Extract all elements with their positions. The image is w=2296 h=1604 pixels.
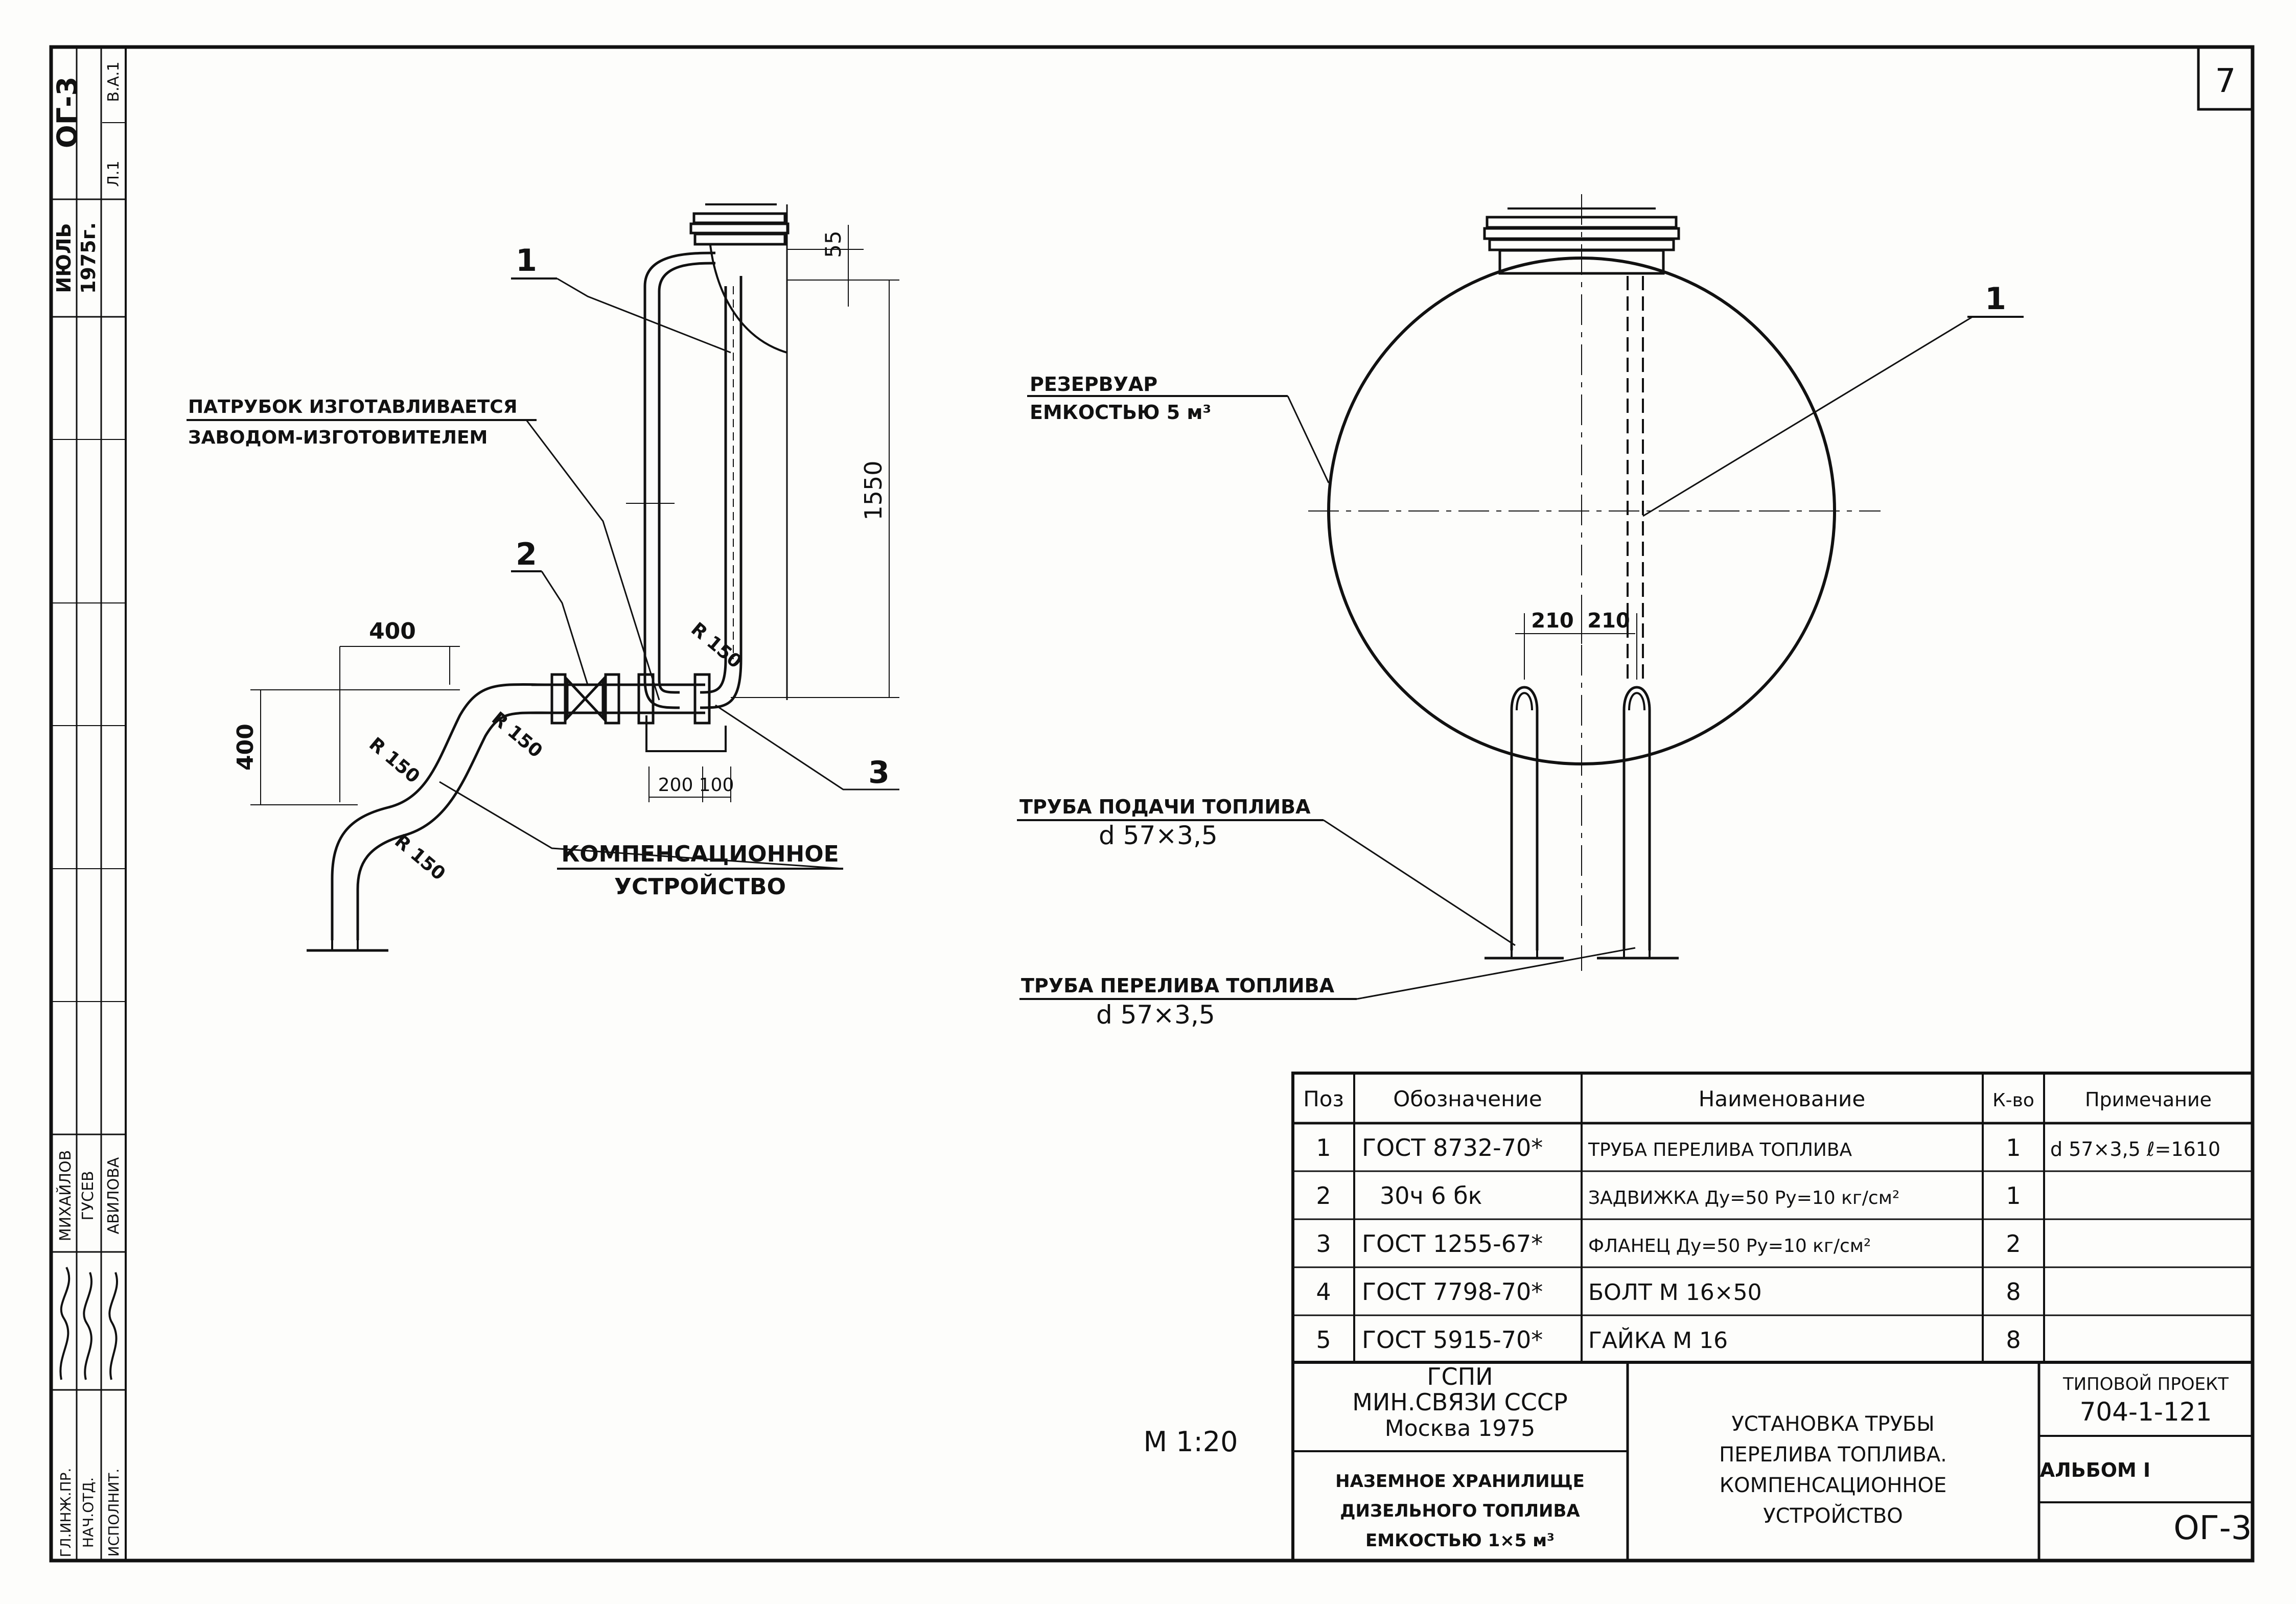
callout-1-right: 1 [1985, 281, 2006, 317]
label-tank-line2: ЕМКОСТЬЮ 5 м³ [1030, 401, 1211, 424]
spec-table-header: Поз Обозначение Наименование К-во Примеч… [1303, 1086, 2212, 1111]
cell-designation: ГОСТ 7798-70* [1362, 1278, 1543, 1306]
left-view-dimensions [250, 225, 899, 805]
cell-qty: 8 [2006, 1326, 2021, 1354]
th-pos: Поз [1303, 1086, 1344, 1111]
right-view-leaders [1017, 316, 2024, 1000]
dim-1550: 1550 [860, 460, 887, 520]
th-qty: К-во [1992, 1090, 2034, 1111]
scale-label: М 1:20 [1143, 1426, 1238, 1458]
dim-55: 55 [821, 230, 846, 258]
spec-table-row: 1 ГОСТ 8732-70* ТРУБА ПЕРЕЛИВА ТОПЛИВА 1… [1316, 1134, 2220, 1161]
title-block-grid [1291, 1361, 2254, 1562]
side-stamp-role-1: ГЛ.ИНЖ.ПР. [57, 1468, 74, 1557]
cell-name: БОЛТ М 16×50 [1588, 1280, 1762, 1306]
cell-pos: 2 [1316, 1182, 1331, 1210]
spec-table-row: 5 ГОСТ 5915-70* ГАЙКА М 16 8 [1316, 1326, 2021, 1354]
cell-qty: 1 [2006, 1134, 2021, 1161]
radius-b: R 150 [365, 733, 424, 787]
dim-100: 100 [699, 775, 734, 796]
side-stamp-code: ОГ-3 [51, 77, 83, 148]
label-feed-line2: d 57×3,5 [1099, 821, 1218, 850]
spec-table-grid [1291, 1072, 2254, 1364]
cell-designation: ГОСТ 1255-67* [1362, 1230, 1543, 1258]
th-note: Примечание [2085, 1088, 2212, 1111]
left-view-leaders [187, 277, 899, 870]
radius-a: R 150 [488, 708, 546, 762]
dim-400-horizontal: 400 [369, 618, 416, 644]
side-stamp-volume: В.А.1 [105, 61, 123, 102]
side-stamp-role-3: ИСПОЛНИТ. [105, 1469, 122, 1557]
right-view-dimensions [1515, 613, 1637, 680]
side-stamp-role-2: НАЧ.ОТД. [80, 1477, 97, 1548]
cell-name: ГАЙКА М 16 [1588, 1327, 1728, 1354]
object-line2: ДИЗЕЛЬНОГО ТОПЛИВА [1340, 1501, 1580, 1521]
label-compensator-line1: КОМПЕНСАЦИОННОЕ [561, 841, 839, 867]
cell-qty: 8 [2006, 1278, 2021, 1306]
spec-table-row: 4 ГОСТ 7798-70* БОЛТ М 16×50 8 [1316, 1278, 2021, 1306]
project-label: ТИПОВОЙ ПРОЕКТ [2062, 1374, 2229, 1394]
dim-400-vertical: 400 [233, 724, 259, 771]
title-line4: УСТРОЙСТВО [1763, 1503, 1903, 1528]
label-overflow-line1: ТРУБА ПЕРЕЛИВА ТОПЛИВА [1021, 974, 1335, 997]
callout-1-left: 1 [516, 243, 537, 278]
callout-2-left: 2 [516, 537, 537, 572]
side-stamp-name-1: МИХАЙЛОВ [56, 1150, 75, 1242]
cell-name: ТРУБА ПЕРЕЛИВА ТОПЛИВА [1588, 1140, 1852, 1160]
th-name: Наименование [1699, 1086, 1865, 1111]
side-stamp-year: 1975г. [77, 222, 100, 294]
note-patrubok-line2: ЗАВОДОМ-ИЗГОТОВИТЕЛЕМ [188, 427, 488, 448]
cell-pos: 1 [1316, 1134, 1331, 1161]
org-line1: ГСПИ [1427, 1363, 1493, 1390]
org-line3: Москва 1975 [1385, 1415, 1536, 1442]
dim-210-left: 210 [1531, 609, 1574, 633]
cell-name: ЗАДВИЖКА Ду=50 Ру=10 кг/см² [1588, 1188, 1899, 1208]
signatures [59, 1267, 119, 1380]
left-view-piping [307, 203, 790, 952]
org-line2: МИН.СВЯЗИ СССР [1352, 1388, 1568, 1416]
dim-200: 200 [658, 775, 693, 796]
right-view-tank [1308, 194, 1881, 971]
cell-designation: ГОСТ 5915-70* [1362, 1326, 1543, 1354]
side-stamp-name-2: ГУСЕВ [79, 1171, 97, 1220]
label-tank-line1: РЕЗЕРВУАР [1030, 373, 1157, 396]
cell-qty: 1 [2006, 1182, 2021, 1210]
side-stamp-month: ИЮЛЬ [53, 223, 75, 293]
callout-3-left: 3 [868, 755, 890, 791]
cell-designation: 30ч 6 бк [1380, 1182, 1482, 1210]
object-line1: НАЗЕМНОЕ ХРАНИЛИЩЕ [1335, 1471, 1585, 1492]
label-compensator-line2: УСТРОЙСТВО [614, 873, 786, 900]
drawing-code: ОГ-3 [2173, 1509, 2252, 1547]
dim-210-right: 210 [1587, 609, 1630, 633]
title-line3: КОМПЕНСАЦИОННОЕ [1720, 1474, 1947, 1497]
title-line2: ПЕРЕЛИВА ТОПЛИВА. [1719, 1443, 1947, 1467]
th-designation: Обозначение [1393, 1086, 1542, 1111]
radius-top: R 150 [687, 618, 746, 672]
spec-table-row: 3 ГОСТ 1255-67* ФЛАНЕЦ Ду=50 Ру=10 кг/см… [1316, 1230, 2021, 1258]
album-label: АЛЬБОМ I [2040, 1459, 2150, 1481]
side-stamp-sheet: Л.1 [105, 160, 123, 187]
side-stamp-name-3: АВИЛОВА [105, 1157, 123, 1234]
cell-pos: 5 [1316, 1326, 1331, 1354]
cell-name: ФЛАНЕЦ Ду=50 Ру=10 кг/см² [1588, 1236, 1871, 1257]
label-overflow-line2: d 57×3,5 [1096, 1000, 1215, 1030]
spec-table-row: 2 30ч 6 бк ЗАДВИЖКА Ду=50 Ру=10 кг/см² 1 [1316, 1182, 2021, 1210]
object-line3: ЕМКОСТЬЮ 1×5 м³ [1365, 1530, 1555, 1551]
side-stamp [50, 46, 127, 1562]
cell-note: d 57×3,5 ℓ=1610 [2050, 1138, 2220, 1160]
note-patrubok-line1: ПАТРУБОК ИЗГОТАВЛИВАЕТСЯ [188, 397, 517, 417]
cell-pos: 3 [1316, 1230, 1331, 1258]
project-number: 704-1-121 [2080, 1397, 2212, 1427]
title-line1: УСТАНОВКА ТРУБЫ [1731, 1412, 1934, 1436]
cell-pos: 4 [1316, 1278, 1331, 1306]
radius-c: R 150 [390, 830, 449, 885]
label-feed-line1: ТРУБА ПОДАЧИ ТОПЛИВА [1019, 796, 1311, 818]
cell-qty: 2 [2006, 1230, 2021, 1258]
sheet-number: 7 [2215, 62, 2236, 100]
cell-designation: ГОСТ 8732-70* [1362, 1134, 1543, 1161]
